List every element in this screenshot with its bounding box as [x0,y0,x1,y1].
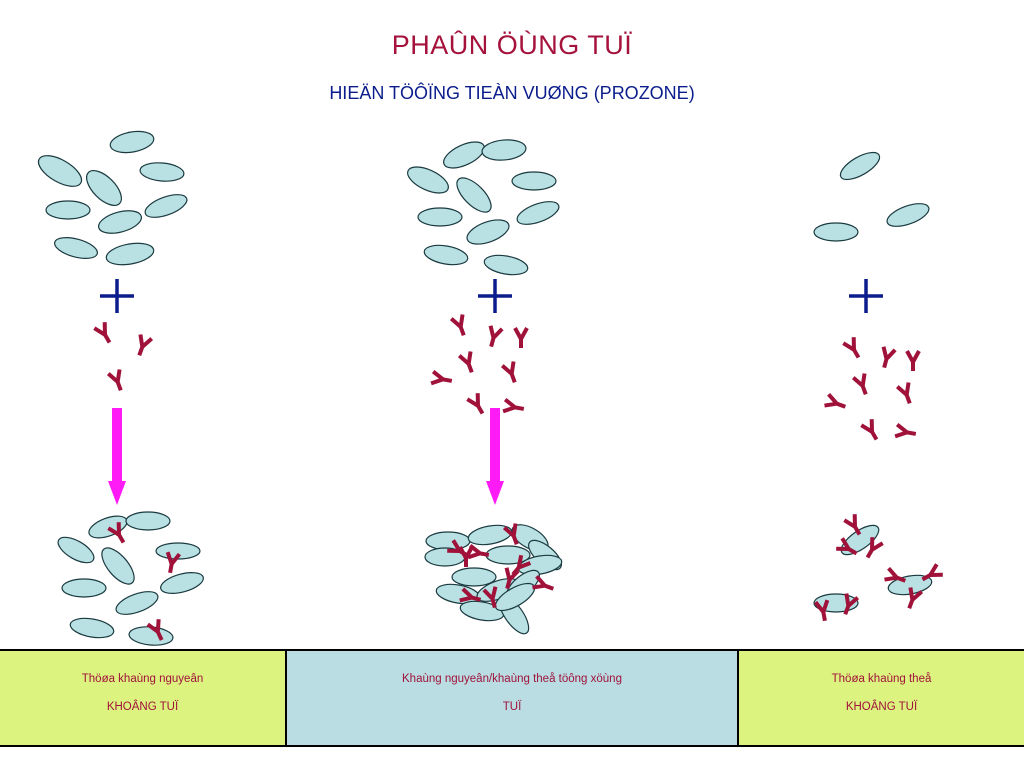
plus-sign-icon [478,279,512,313]
y-shaped-antibody-icon [895,382,912,405]
y-shaped-antibody-icon [466,393,485,415]
y-shaped-antibody-icon [907,587,924,610]
cell-antibody-excess-result: KHOÂNG TUÏ [845,701,918,713]
ellipse-antigen-icon [139,162,185,182]
ellipse-antigen-icon [88,515,128,539]
y-shaped-antibody-icon [165,551,182,574]
y-shaped-antibody-icon [843,593,860,616]
y-shaped-antibody-icon [865,537,884,559]
y-shaped-antibody-icon [146,619,164,641]
ellipse-antigen-icon [886,203,930,227]
y-shaped-antibody-icon [500,361,517,384]
y-shaped-antibody-icon [107,522,126,544]
ellipse-antigen-icon [86,170,122,206]
ellipse-antigen-icon [407,166,449,194]
y-shaped-antibody-icon [467,543,490,560]
y-shaped-antibody-icon [449,314,466,337]
ellipse-antigen-icon [481,139,527,161]
ellipse-antigen-icon [45,200,91,220]
plus-sign-icon [100,279,134,313]
ellipse-antigen-icon [466,219,510,245]
y-shaped-antibody-icon [482,586,498,609]
ellipse-antigen-icon [105,242,155,266]
result-table: Thöøa khaùng nguyeân KHOÂNG TUÏ Khaùng n… [0,649,1024,747]
y-shaped-antibody-icon [511,554,532,576]
ellipse-antigen-icon [467,524,513,546]
y-shaped-antibody-icon [430,369,453,386]
ellipse-antigen-icon [144,194,188,218]
ellipse-antigen-icon [425,531,471,551]
y-shaped-antibody-icon [836,537,858,556]
cell-antibody-excess: Thöøa khaùng theå KHOÂNG TUÏ [739,651,1024,745]
y-shaped-antibody-icon [813,599,830,622]
y-shaped-antibody-icon [532,574,555,591]
ellipse-antigen-icon [54,237,98,259]
cell-antigen-excess-result: KHOÂNG TUÏ [106,701,179,713]
ellipse-antigen-icon [839,151,881,181]
y-shaped-antibody-icon [842,337,861,359]
antigens-layer [37,130,930,276]
plus-layer [100,279,883,313]
ellipse-antigen-icon [456,177,492,213]
ellipse-antigen-icon [417,207,463,227]
down-arrow-icon [108,408,126,505]
cell-antigen-excess: Thöøa khaùng nguyeân KHOÂNG TUÏ [0,651,287,745]
y-shaped-antibody-icon [921,563,943,582]
down-arrow-icon [486,408,504,505]
ellipse-antigen-icon [125,511,171,531]
ellipse-antigen-icon [115,591,159,615]
arrows-layer [108,408,504,505]
ellipse-antigen-icon [160,572,204,594]
y-shaped-antibody-icon [851,373,868,396]
clusters-layer [57,511,933,646]
y-shaped-antibody-icon [860,419,879,441]
y-shaped-antibody-icon [459,587,482,603]
y-shaped-antibody-icon [894,422,917,439]
plus-sign-icon [849,279,883,313]
ellipse-antigen-icon [69,617,115,639]
y-shaped-antibody-icon [824,392,847,409]
cell-equivalence-result: TUÏ [502,701,522,713]
cell-antibody-excess-label: Thöøa khaùng theå [831,673,932,685]
ellipse-antigen-icon [57,536,95,564]
y-shaped-antibody-icon [457,351,474,374]
y-shaped-antibody-icon [93,322,112,344]
ellipse-antigen-icon [61,578,107,598]
y-shaped-antibody-icon [513,327,529,348]
ellipse-antigen-icon [516,201,560,225]
ellipse-antigen-icon [451,567,497,587]
ellipse-antigen-icon [101,547,135,585]
ellipse-antigen-icon [37,155,83,187]
y-shaped-antibody-icon [884,566,907,583]
page-title: PHAÛN ÖÙNG TUÏ [391,30,633,60]
y-shaped-antibody-icon [502,397,525,414]
cell-equivalence: Khaùng nguyeân/khaùng theå töông xöùng T… [287,651,739,745]
ellipse-antigen-icon [840,524,880,556]
antibodies-layer [93,314,943,641]
ellipse-antigen-icon [813,222,859,242]
ellipse-antigen-icon [511,171,557,191]
ellipse-antigen-icon [109,130,155,154]
y-shaped-antibody-icon [881,346,897,369]
ellipse-antigen-icon [483,254,529,276]
y-shaped-antibody-icon [106,369,123,392]
ellipse-antigen-icon [443,141,485,169]
prozone-diagram [37,130,943,646]
y-shaped-antibody-icon [488,325,504,348]
y-shaped-antibody-icon [843,514,862,536]
y-shaped-antibody-icon [137,334,154,357]
page-subtitle: HIEÄN TÖÔÏNG TIEÀN VUØNG (PROZONE) [329,83,695,103]
y-shaped-antibody-icon [502,523,519,546]
ellipse-antigen-icon [423,244,469,266]
cell-antigen-excess-label: Thöøa khaùng nguyeân [81,673,204,685]
cell-equivalence-label: Khaùng nguyeân/khaùng theå töông xöùng [402,673,622,685]
ellipse-antigen-icon [97,210,143,234]
y-shaped-antibody-icon [905,350,921,371]
y-shaped-antibody-icon [447,539,469,558]
